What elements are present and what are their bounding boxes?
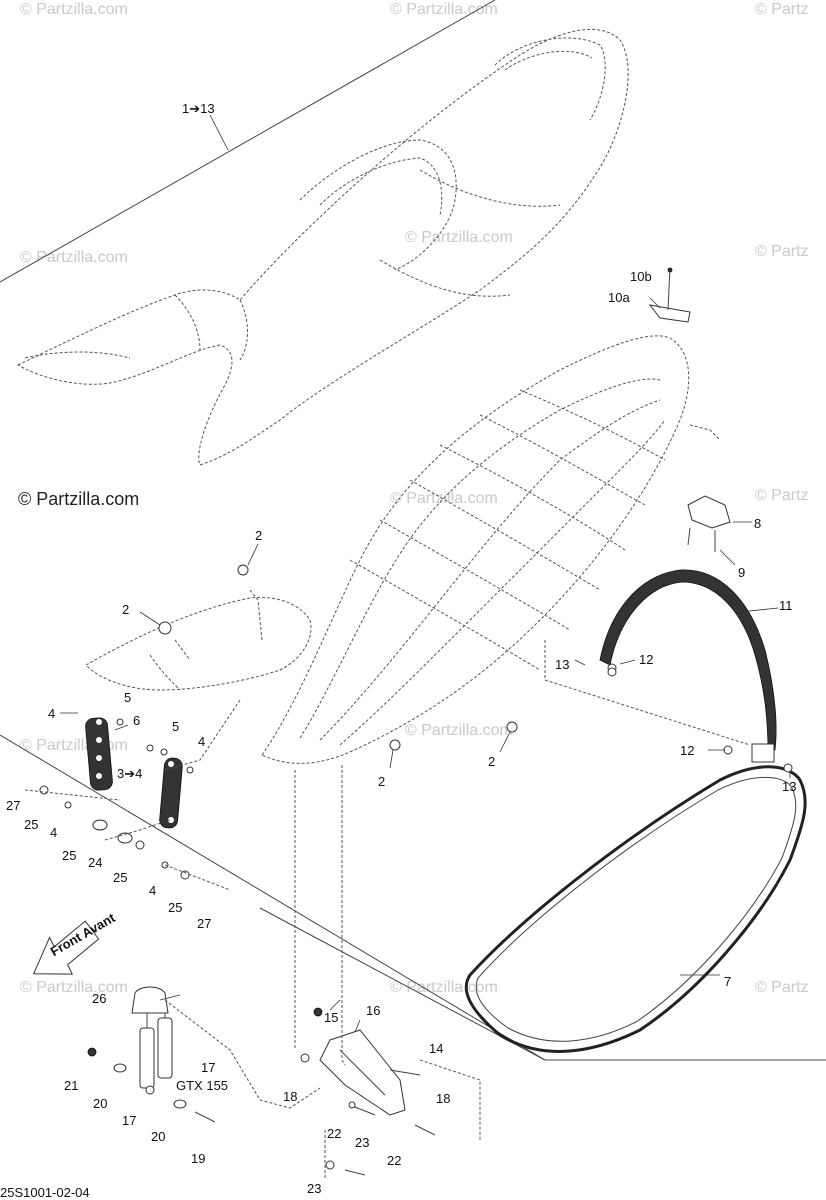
label-27-b: 27 (197, 916, 211, 931)
label-4-a: 4 (48, 706, 55, 721)
strap (599, 569, 777, 763)
watermark-row2-left: © Partzilla.com (20, 249, 128, 266)
label-2-center: 2 (378, 774, 385, 789)
label-9: 9 (738, 565, 745, 580)
front-arrow: Front Avant (32, 910, 118, 975)
label-23-a: 23 (355, 1135, 369, 1150)
label-25-b: 25 (62, 848, 76, 863)
label-17-a: 17 (201, 1060, 215, 1075)
label-17-b: 17 (122, 1113, 136, 1128)
watermark-row5-right: © Partz (755, 979, 809, 996)
label-3-4: 3➔4 (117, 766, 142, 781)
label-22-b: 22 (387, 1153, 401, 1168)
small-hardware (39, 564, 793, 880)
part-labels: 1➔13 10b 10a 8 9 11 12 13 12 13 2 2 2 2 … (0, 101, 796, 1200)
watermarks: © Partzilla.com © Partzilla.com © Partz … (18, 1, 809, 996)
rear-bracket (300, 1007, 436, 1176)
label-24: 24 (88, 855, 102, 870)
label-25-a: 25 (24, 817, 38, 832)
watermark-top-left: © Partzilla.com (20, 1, 128, 18)
watermark-row2-right: © Partz (755, 243, 809, 260)
drawing-code: 25S1001-02-04 (0, 1185, 90, 1200)
label-22-a: 22 (327, 1126, 341, 1141)
watermark-row3-right: © Partz (755, 487, 809, 504)
label-19: 19 (191, 1151, 205, 1166)
label-10a: 10a (608, 290, 630, 305)
label-2-top: 2 (255, 528, 262, 543)
watermark-row5-left: © Partzilla.com (20, 979, 128, 996)
leader-lines (60, 114, 791, 1033)
label-14: 14 (429, 1041, 443, 1056)
label-12-top: 12 (639, 652, 653, 667)
shock-absorbers (87, 986, 216, 1123)
label-7: 7 (724, 974, 731, 989)
watermark-top-right: © Partz (755, 1, 809, 18)
label-gtx-155: GTX 155 (176, 1078, 228, 1093)
label-25-d: 25 (168, 900, 182, 915)
label-20-b: 20 (151, 1129, 165, 1144)
hinge-bracket (648, 267, 691, 323)
label-4-c: 4 (50, 825, 57, 840)
watermark-top-center: © Partzilla.com (390, 1, 498, 18)
label-12-bottom: 12 (680, 743, 694, 758)
label-6: 6 (133, 713, 140, 728)
label-21: 21 (64, 1078, 78, 1093)
label-20-a: 20 (93, 1096, 107, 1111)
watermark-row4-left: © Partzilla.com (20, 737, 128, 754)
label-5-a: 5 (124, 690, 131, 705)
label-11: 11 (779, 598, 793, 613)
watermark-row4-center: © Partzilla.com (405, 722, 513, 739)
label-26: 26 (92, 991, 106, 1006)
label-18-b: 18 (436, 1091, 450, 1106)
label-15: 15 (324, 1010, 338, 1025)
label-25-c: 25 (113, 870, 127, 885)
label-seat-set: 1➔13 (182, 101, 215, 116)
label-23-b: 23 (307, 1181, 321, 1196)
label-10b: 10b (630, 269, 652, 284)
label-16: 16 (366, 1003, 380, 1018)
assembly-lines (24, 424, 751, 1180)
label-18-a: 18 (283, 1089, 297, 1104)
label-27-a: 27 (6, 798, 20, 813)
watermark-row2-center: © Partzilla.com (405, 229, 513, 246)
label-8: 8 (754, 516, 761, 531)
latch (687, 495, 731, 552)
label-2-left: 2 (122, 602, 129, 617)
label-13-bottom: 13 (782, 779, 796, 794)
link-arms (85, 717, 183, 829)
watermark-main: © Partzilla.com (18, 489, 139, 509)
seat (16, 28, 629, 466)
watermark-row5-center: © Partzilla.com (390, 979, 498, 996)
label-4-d: 4 (149, 883, 156, 898)
label-2-right: 2 (488, 754, 495, 769)
label-13-top: 13 (555, 657, 569, 672)
seat-frame (85, 335, 690, 764)
label-5-b: 5 (172, 719, 179, 734)
seat-gasket (464, 765, 807, 1053)
label-4-b: 4 (198, 734, 205, 749)
